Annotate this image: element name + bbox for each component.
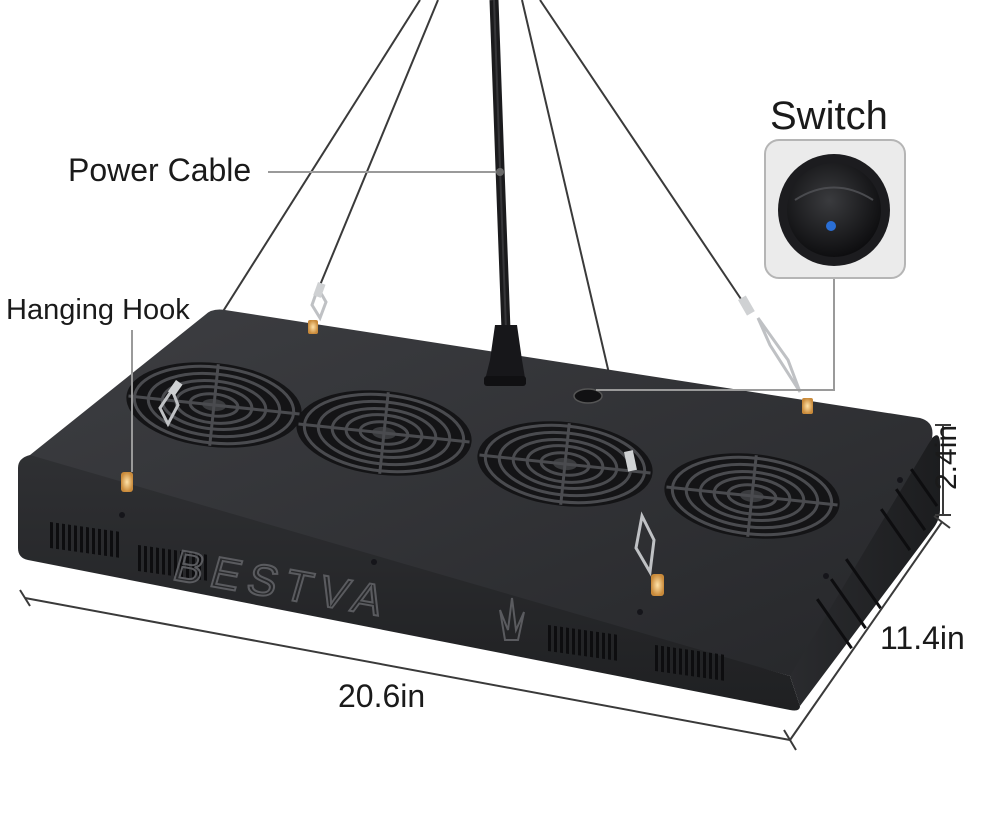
switch-indicator-led xyxy=(826,221,836,231)
hanging-hook-label: Hanging Hook xyxy=(6,294,190,326)
leader-lines xyxy=(131,171,835,472)
switch-label: Switch xyxy=(770,94,888,138)
power-plug-icon xyxy=(484,325,526,386)
rocker-switch-icon xyxy=(778,154,890,266)
hanging-hook-icon xyxy=(121,320,813,596)
screws xyxy=(119,477,903,615)
dimension-lines xyxy=(19,424,951,751)
height-dimension-label: 2.4in xyxy=(930,424,963,490)
carabiner-clips xyxy=(158,284,802,577)
cannabis-leaf-logo-icon xyxy=(499,597,525,641)
length-dimension-label: 20.6in xyxy=(338,678,426,714)
side-vents xyxy=(815,468,939,650)
width-dimension-label: 11.4in xyxy=(880,620,965,656)
wire-sleeves xyxy=(167,282,755,472)
rocker-switch-on-housing xyxy=(573,388,603,404)
housing-side xyxy=(790,435,940,706)
switch-callout xyxy=(764,139,906,279)
power-cable-label: Power Cable xyxy=(68,152,252,188)
